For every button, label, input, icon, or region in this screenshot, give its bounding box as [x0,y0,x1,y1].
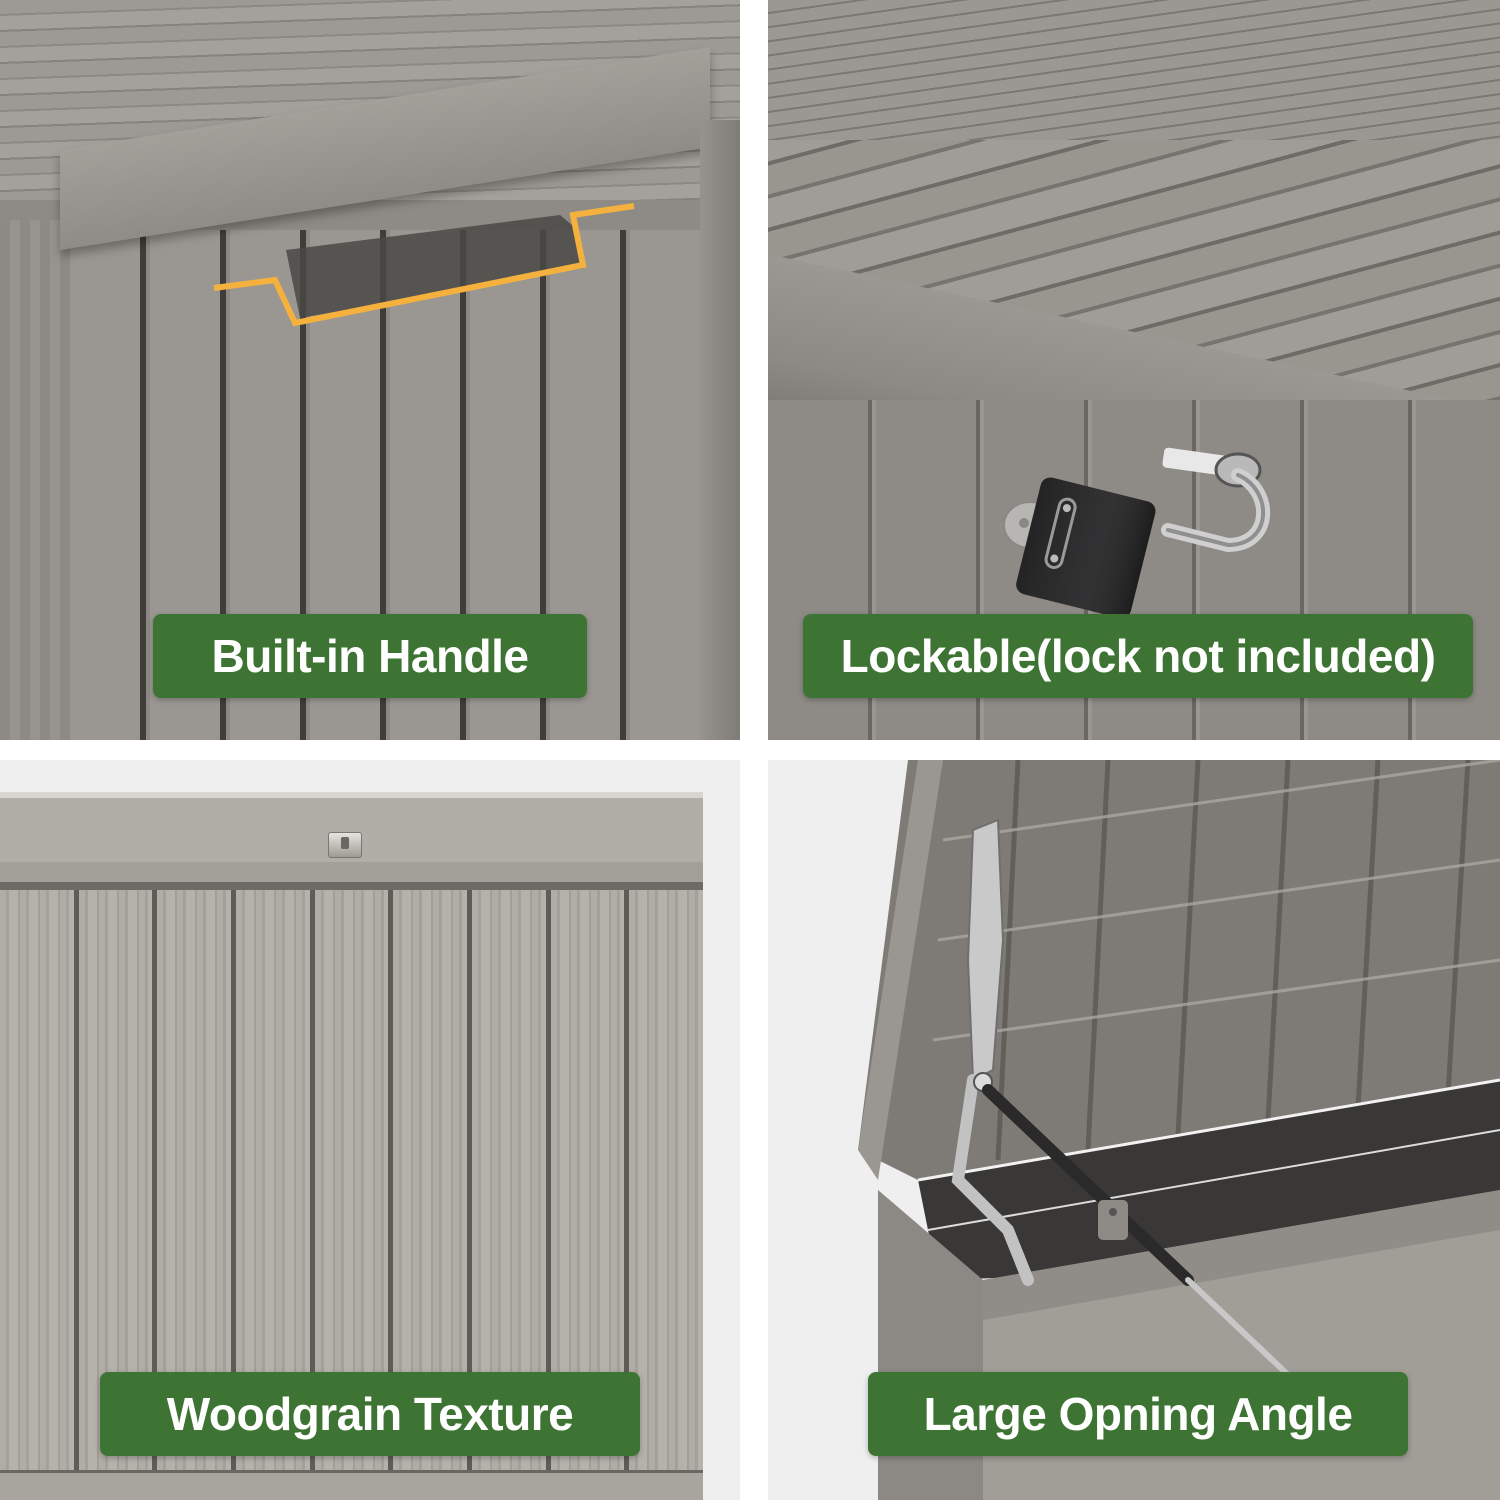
handle-highlight-icon [213,203,635,327]
feature-label-built-in-handle: Built-in Handle [153,614,587,698]
panel-large-opening-angle: Large Opning Angle [768,760,1500,1500]
latch-icon [328,832,362,858]
box-base [0,1470,703,1500]
board [629,890,704,1470]
box-corner-post [700,120,740,740]
feature-label-woodgrain-texture: Woodgrain Texture [100,1372,640,1456]
board [0,890,79,1470]
panel-built-in-handle: Built-in Handle [0,0,740,740]
feature-label-large-opening-angle: Large Opning Angle [868,1372,1408,1456]
box-side-wall [0,220,70,740]
feature-label-lockable: Lockable(lock not included) [803,614,1473,698]
panel-lockable: Lockable(lock not included) [768,0,1500,740]
lid-far-slats [768,0,1500,140]
panel-woodgrain-texture: Woodgrain Texture [0,760,740,1500]
padlock-icon [1003,447,1270,619]
